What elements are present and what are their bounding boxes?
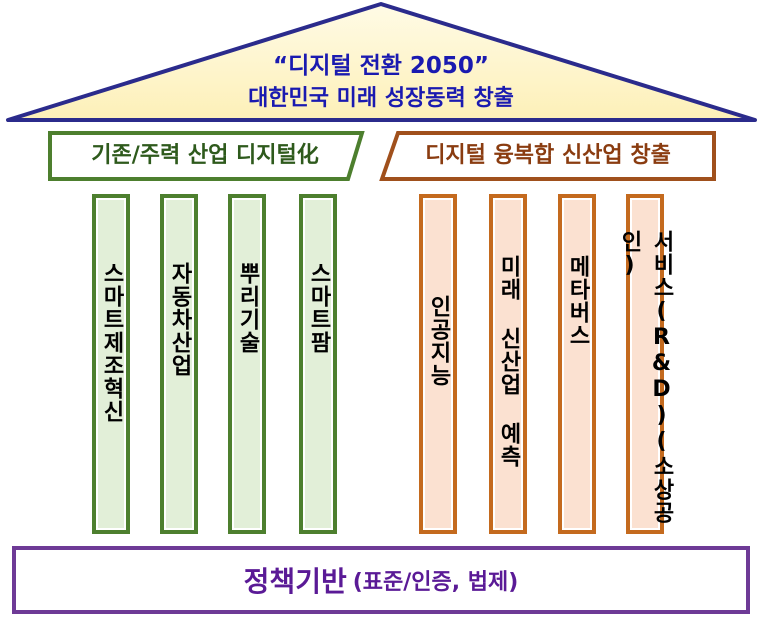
roof-triangle [6,2,757,122]
pillar-ai: 인공지능 [419,194,457,534]
banner-existing-label: 기존/주력 산업 디지털化 [91,143,319,168]
roof-title: “디지털 전환 2050” [272,53,490,79]
pillar-metaverse: 메타버스 [558,194,596,534]
pillar-label: 서비스(R&D)(소상공인) [617,230,674,524]
pillar-root-technology: 뿌리기술 [228,194,266,534]
banner-new-label: 디지털 융복합 신산업 창출 [425,143,671,168]
pillar-automotive: 자동차산업 [160,194,198,534]
pillar-label: 미래 신산업 예측 [496,255,521,468]
banner-new-industry: 디지털 융복합 신산업 창출 [378,129,718,183]
foundation-policy-base: 정책기반 (표준/인증, 법제) [12,546,750,614]
foundation-subtitle: (표준/인증, 법제) [352,570,519,595]
pillar-label: 메타버스 [565,255,590,347]
roof-subtitle: 대한민국 미래 성장동력 창출 [248,86,514,111]
pillar-label: 인공지능 [426,295,451,387]
pillar-service-rnd: 서비스(R&D)(소상공인) [617,194,674,534]
pillar-future-industry-forecast: 미래 신산업 예측 [489,194,527,534]
pillar-label: 자동차산업 [167,262,192,377]
pillar-label: 스마트제조혁신 [99,262,124,423]
pillar-smart-manufacturing: 스마트제조혁신 [92,194,130,534]
pillar-label: 스마트팜 [306,262,331,354]
pillar-smart-farm: 스마트팜 [299,194,337,534]
pillar-label: 뿌리기술 [235,262,260,354]
banner-existing-industry: 기존/주력 산업 디지털化 [44,129,366,183]
foundation-title: 정책기반 [243,565,347,598]
